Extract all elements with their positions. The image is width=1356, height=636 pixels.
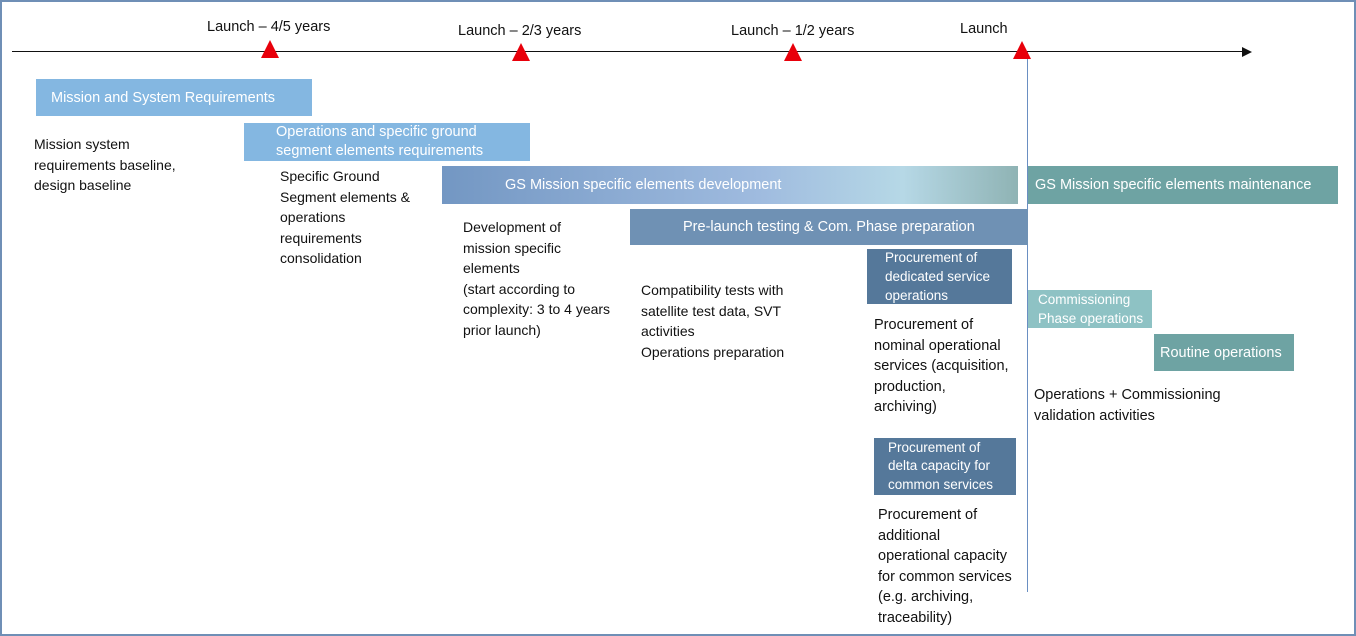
note-line: Compatibility tests with (641, 282, 784, 298)
marker-2-3-years-triangle (512, 43, 530, 61)
bar-prelaunch-testing: Pre-launch testing & Com. Phase preparat… (630, 209, 1028, 245)
note-line: requirements (280, 229, 362, 246)
note-operations-commissioning: Operations + Commissioning validation act… (1034, 385, 1221, 426)
note-line: activities (641, 323, 695, 339)
marker-label-4-5-years: Launch – 4/5 years (207, 19, 331, 35)
launch-line (1027, 52, 1028, 592)
note-line: additional (878, 527, 941, 544)
note-line: production, (874, 378, 946, 395)
note-line: Segment elements & (280, 188, 410, 205)
note-nominal-services-procurement: Procurement of nominal operational service… (874, 315, 1009, 418)
bar-gs-elements-development: GS Mission specific elements development (442, 166, 1018, 204)
note-line: Mission system (34, 136, 130, 152)
marker-launch-triangle (1013, 41, 1031, 59)
note-line: mission specific (463, 239, 562, 256)
marker-label-1-2-years: Launch – 1/2 years (731, 23, 855, 39)
note-additional-capacity-procurement: Procurement of additional operational capa… (878, 505, 1012, 628)
note-line: traceability) (878, 609, 953, 626)
timeline-axis (12, 51, 1244, 52)
note-requirements-baseline: Mission system requirements baseline, desi… (34, 134, 176, 196)
note-line: satellite test data, SVT (641, 302, 782, 319)
note-line: Specific Ground (280, 168, 380, 184)
timeline-arrowhead (1242, 47, 1252, 57)
bar-procurement-delta-capacity: Procurement of delta capacity for common… (874, 438, 1016, 495)
note-line: nominal operational (874, 337, 1001, 354)
note-line: elements (463, 260, 520, 276)
note-line: Procurement of (878, 507, 978, 523)
bar-procurement-dedicated-services: Procurement of dedicated service operati… (867, 249, 1012, 304)
note-line: (start according to (463, 280, 576, 297)
note-line: (e.g. archiving, (878, 589, 974, 605)
bar-operations-ground-requirements: Operations and specific ground segment e… (244, 123, 530, 161)
note-line: Operations + Commissioning (1034, 387, 1221, 403)
note-line: for common services (878, 568, 1012, 585)
note-line: operations (280, 209, 346, 225)
note-line: Development of (463, 219, 562, 235)
bar-gs-elements-maintenance: GS Mission specific elements maintenance (1028, 166, 1338, 204)
marker-1-2-years-triangle (784, 43, 802, 61)
note-line: services (acquisition, (874, 358, 1009, 374)
note-line: archiving) (874, 399, 937, 415)
bar-commissioning-phase-operations: Commissioning Phase operations (1028, 290, 1152, 328)
note-line: consolidation (280, 250, 362, 266)
note-line: Procurement of (874, 317, 974, 333)
marker-label-2-3-years: Launch – 2/3 years (458, 23, 582, 39)
marker-4-5-years-triangle (261, 40, 279, 58)
note-mission-elements-development: Development of mission specific elements (s… (463, 217, 610, 340)
marker-label-launch: Launch (960, 21, 1008, 37)
bar-mission-system-requirements: Mission and System Requirements (36, 79, 312, 116)
bar-routine-operations: Routine operations (1154, 334, 1294, 371)
note-line: prior launch) (463, 321, 541, 338)
note-line: design baseline (34, 177, 132, 193)
note-line: validation activities (1034, 407, 1155, 424)
note-line: operational capacity (878, 548, 1007, 564)
note-line: Operations preparation (641, 343, 785, 360)
note-line: requirements baseline, (34, 156, 176, 173)
note-line: complexity: 3 to 4 years (463, 301, 611, 317)
note-compatibility-tests: Compatibility tests with satellite test d… (641, 280, 784, 362)
